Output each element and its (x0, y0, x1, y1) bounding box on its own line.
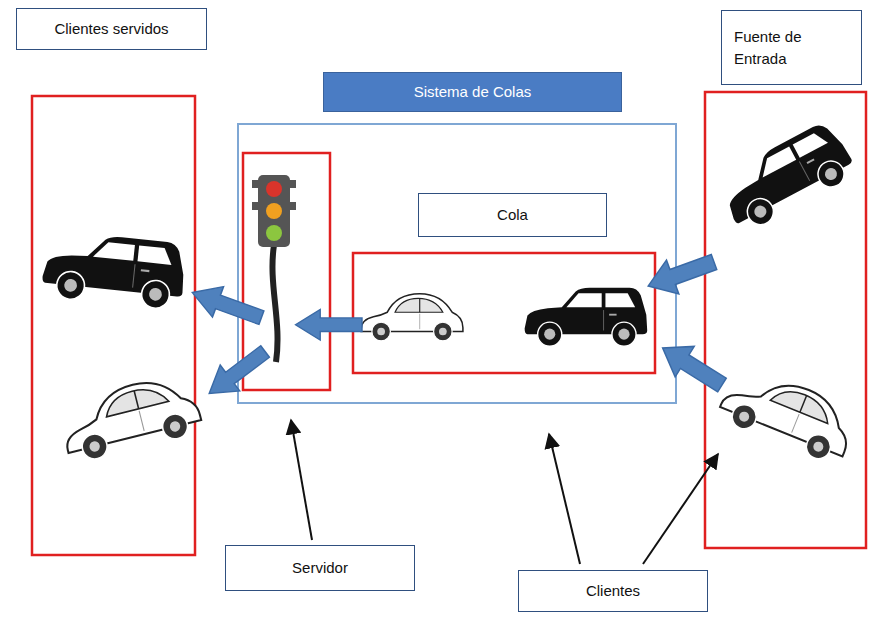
label-box: Clientes servidos (16, 8, 207, 50)
flow-arrow (187, 277, 267, 333)
label-box: Cola (418, 193, 607, 237)
flow-arrow (199, 338, 274, 406)
node-text: Clientes servidos (54, 18, 168, 40)
car (713, 118, 859, 236)
leader-arrow (291, 420, 312, 540)
flow-arrow (642, 245, 720, 303)
car (525, 288, 648, 347)
source-region (705, 92, 866, 548)
leader-arrow (549, 434, 580, 564)
car (361, 294, 463, 341)
queue-system-outline (238, 124, 676, 403)
car (56, 371, 204, 465)
title-box: Sistema de Colas (323, 72, 622, 112)
car (716, 362, 861, 468)
node-text: Servidor (292, 557, 348, 579)
node-text: Cola (497, 204, 528, 226)
served-region (32, 96, 195, 555)
flow-arrow (653, 333, 731, 401)
label-box: Clientes (518, 570, 708, 612)
car (41, 229, 188, 311)
node-text: Clientes (586, 580, 640, 602)
leader-arrow (643, 454, 718, 564)
node-text: Sistema de Colas (414, 81, 532, 103)
flow-arrow (296, 309, 363, 340)
label-box: Servidor (225, 545, 415, 591)
label-box: Fuente de Entrada (721, 10, 862, 85)
node-text: Fuente de Entrada (734, 26, 849, 70)
traffic-light (252, 175, 296, 362)
queue-region (353, 253, 655, 373)
